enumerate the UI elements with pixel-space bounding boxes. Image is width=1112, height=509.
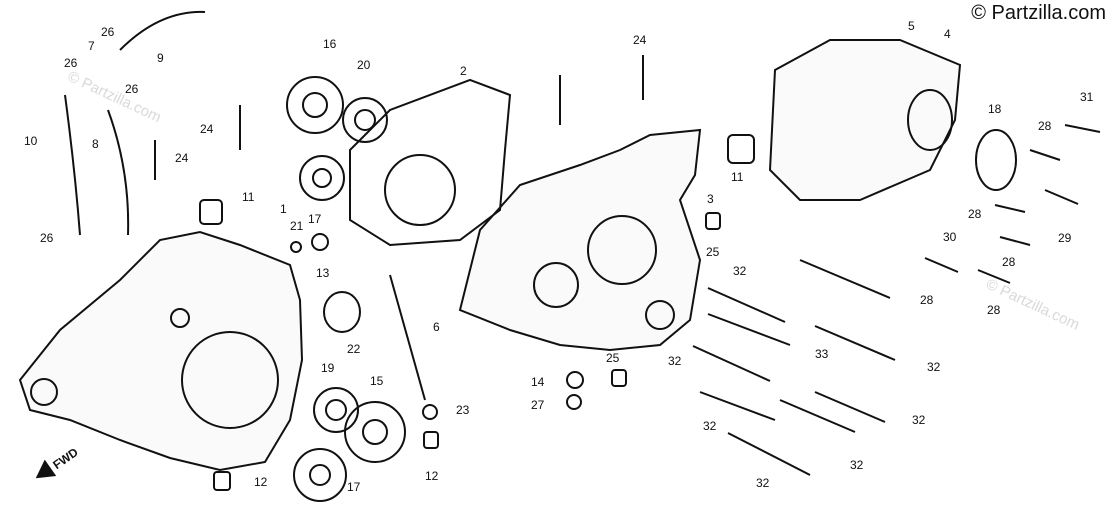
hose-9	[119, 10, 206, 51]
callout-32: 32	[912, 413, 926, 427]
callout-6: 6	[433, 320, 440, 334]
callout-28: 28	[1038, 119, 1052, 133]
fwd-label: FWD	[50, 445, 81, 472]
callout-32: 33	[815, 347, 829, 361]
callout-27: 27	[531, 398, 545, 412]
callout-9: 9	[157, 51, 164, 65]
fwd-arrow-icon	[35, 459, 57, 479]
right-crankcase	[458, 128, 702, 352]
callout-19: 19	[321, 361, 335, 375]
callout-4: 4	[944, 27, 951, 41]
callout-13: 13	[316, 266, 330, 280]
callout-5: 5	[908, 19, 915, 33]
watermark-3: © Partzilla.com	[65, 68, 164, 126]
callout-28: 28	[968, 207, 982, 221]
callout-8: 8	[92, 137, 99, 151]
callout-31: 31	[1080, 90, 1094, 104]
callout-12: 12	[254, 475, 268, 489]
callout-26: 26	[64, 56, 78, 70]
callout-2: 2	[460, 64, 467, 78]
callout-25: 25	[706, 245, 720, 259]
callout-24: 24	[633, 33, 647, 47]
callout-32: 32	[703, 419, 717, 433]
callout-32: 32	[668, 354, 682, 368]
callout-26: 26	[125, 82, 139, 96]
callout-18: 18	[988, 102, 1002, 116]
gasket	[349, 78, 512, 247]
callout-10: 10	[24, 134, 38, 148]
callout-23: 23	[456, 403, 470, 417]
callout-3: 3	[707, 192, 714, 206]
brand-watermark: © Partzilla.com	[971, 2, 1106, 24]
callout-21: 21	[290, 219, 304, 233]
fwd-arrow: FWD	[35, 445, 81, 479]
callout-1: 1	[280, 202, 287, 216]
callout-14: 14	[531, 375, 545, 389]
callout-25: 25	[606, 351, 620, 365]
callout-26: 26	[40, 231, 54, 245]
callout-32: 32	[927, 360, 941, 374]
callout-32: 32	[850, 458, 864, 472]
side-cover	[768, 39, 962, 201]
callout-28: 28	[1002, 255, 1016, 269]
callout-33: 32	[756, 476, 770, 490]
callout-20: 20	[357, 58, 371, 72]
callout-30: 30	[943, 230, 957, 244]
callout-15: 15	[370, 374, 384, 388]
callout-7: 7	[88, 39, 95, 53]
callout-12: 12	[425, 469, 439, 483]
callout-29: 29	[1058, 231, 1072, 245]
callout-16: 16	[323, 37, 337, 51]
callout-24: 24	[175, 151, 189, 165]
callout-26: 26	[101, 25, 115, 39]
callout-33: 28	[920, 293, 934, 307]
left-crankcase	[18, 230, 304, 472]
callout-17: 17	[347, 480, 361, 494]
callout-24: 24	[200, 122, 214, 136]
watermark-2: © Partzilla.com	[607, 0, 706, 4]
callout-labels: 26 7 9 26 26 10 8 24 24 11 1 26 16 20 2 …	[24, 19, 1094, 494]
callout-11: 11	[731, 170, 744, 184]
callout-28: 28	[987, 303, 1001, 317]
callout-32: 32	[733, 264, 747, 278]
hose-10	[64, 94, 81, 236]
callout-17: 17	[308, 212, 322, 226]
callout-11: 11	[242, 190, 255, 204]
callout-22: 22	[347, 342, 361, 356]
hose-8	[107, 109, 130, 236]
shaft-6	[389, 274, 426, 401]
